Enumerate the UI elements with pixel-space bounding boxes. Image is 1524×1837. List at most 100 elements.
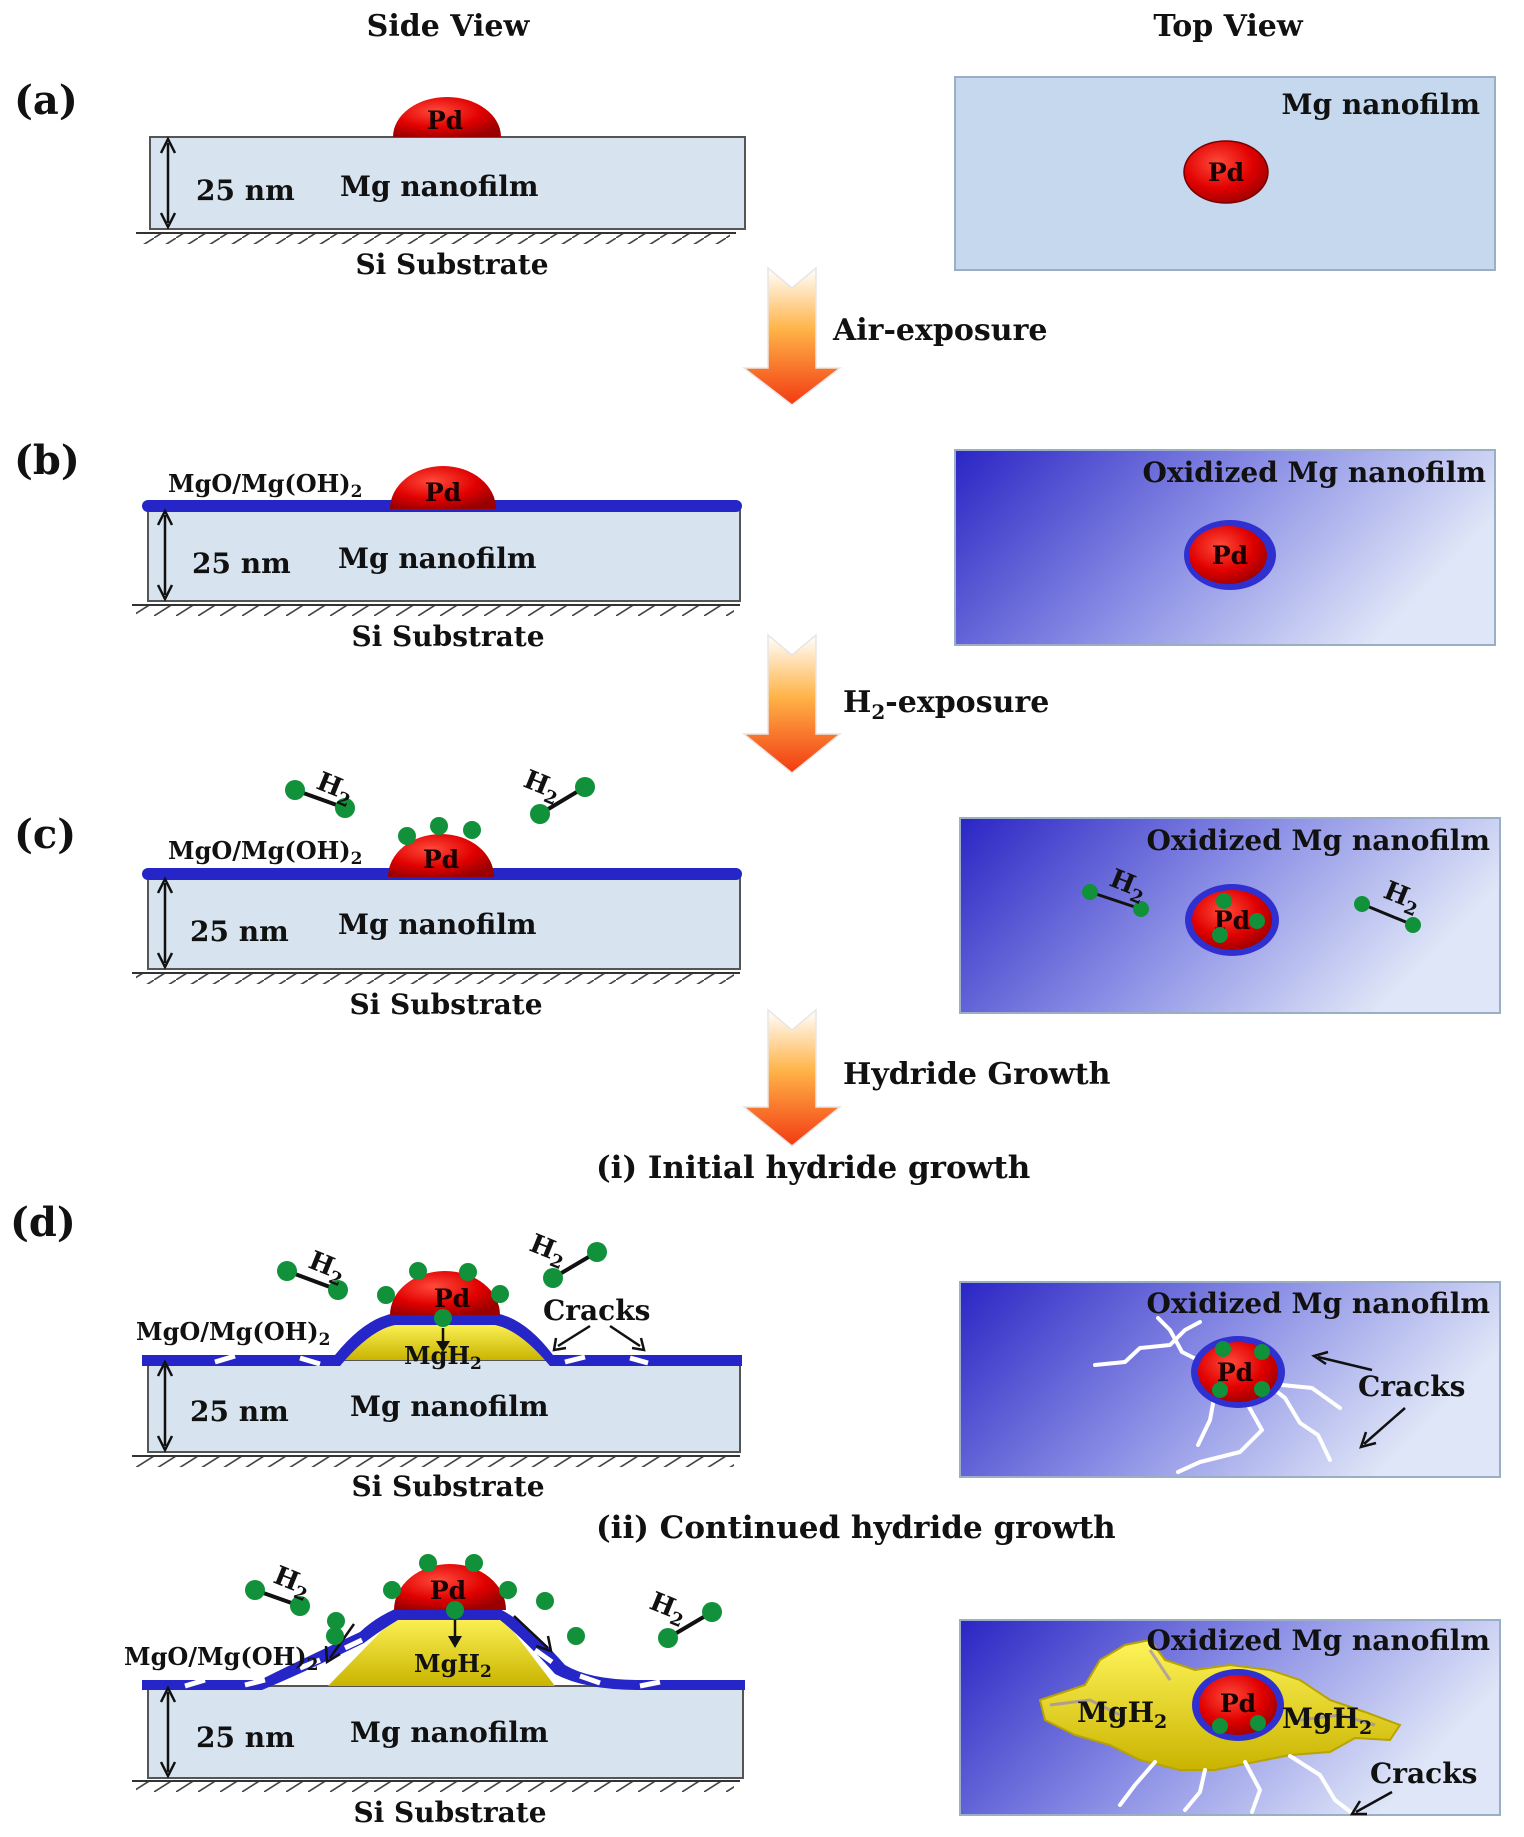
h-atom	[377, 1286, 395, 1304]
pd-label: Pd	[1220, 1689, 1256, 1718]
oxide-label: MgO/Mg(OH)2	[136, 1317, 331, 1350]
h2-molecule: H2	[277, 1246, 348, 1300]
h-atom	[567, 1627, 585, 1645]
mg-film-label: Mg nanofilm	[340, 170, 538, 203]
process-arrow-air: Air-exposure	[741, 266, 1047, 406]
h2-molecule: H2	[285, 767, 355, 818]
thickness-arrow-heads	[156, 1359, 174, 1453]
h-atom	[1212, 927, 1228, 943]
mg-film-label: Mg nanofilm	[338, 542, 536, 575]
crack-line	[1260, 1378, 1332, 1462]
pd-cap	[388, 834, 494, 877]
h-atom	[446, 1601, 464, 1619]
substrate-label: Si Substrate	[351, 1470, 544, 1503]
h-atom	[398, 827, 416, 845]
h-atom	[1212, 1718, 1228, 1734]
thickness-arrow-heads	[156, 876, 174, 970]
top-view-d-initial: Oxidized Mg nanofilm Pd Cracks	[959, 1281, 1501, 1478]
h-atom	[419, 1554, 437, 1572]
pd-cap	[393, 97, 501, 137]
mg-film-layer	[147, 508, 741, 602]
side-view-d-continued: Pd MgH2 MgO/Mg(OH)2 25 nm Mg nanofilm Si…	[124, 1554, 745, 1829]
pd-label: Pd	[1212, 541, 1248, 570]
h-atom	[536, 1592, 554, 1610]
top-view-title: Oxidized Mg nanofilm	[1147, 1287, 1490, 1320]
top-view-title: Oxidized Mg nanofilm	[1147, 824, 1490, 857]
h-atom	[1082, 884, 1098, 900]
panel-label-d: (d)	[10, 1199, 76, 1246]
h2-molecule: H2	[525, 1229, 607, 1288]
h-atom	[587, 1242, 607, 1262]
h-atom	[543, 1268, 563, 1288]
h-atom	[1254, 1344, 1270, 1360]
thickness-label: 25 nm	[190, 915, 289, 948]
h-atom	[285, 780, 305, 800]
mgh2-label: MgH2	[1282, 1702, 1372, 1739]
crack-line	[1093, 1320, 1202, 1367]
crack-line	[1280, 1383, 1342, 1410]
h-atom	[290, 1596, 310, 1616]
mg-film-layer	[149, 136, 746, 230]
h2-label: H2	[644, 1587, 691, 1632]
mgh2-region	[328, 1614, 555, 1686]
h2-molecule: H2	[245, 1561, 310, 1616]
h-atom	[459, 1263, 477, 1281]
top-view-header: Top View	[1153, 9, 1304, 44]
process-arrow-hydride: Hydride Growth	[741, 1008, 1111, 1147]
substrate-label: Si Substrate	[349, 988, 542, 1021]
substrate-hatch	[136, 1780, 734, 1792]
crack-line	[1118, 1760, 1157, 1807]
process-arrow-h2: H2-exposure	[741, 633, 1049, 774]
h-atom	[658, 1628, 678, 1648]
thickness-arrow-heads	[159, 1685, 177, 1779]
pd-cap	[390, 1271, 500, 1315]
mgh2-label: MgH2	[404, 1341, 482, 1374]
h-atom	[327, 1612, 345, 1630]
arrow-shape	[741, 1008, 843, 1147]
substrate-hatch	[136, 972, 734, 984]
substrate-label: Si Substrate	[355, 248, 548, 281]
crack-line	[1176, 1398, 1264, 1474]
h-atom	[326, 1627, 344, 1645]
mg-film-label: Mg nanofilm	[350, 1390, 548, 1423]
crack-line	[1243, 1760, 1262, 1814]
cracks-pointer	[609, 1324, 641, 1348]
h-atom	[491, 1285, 509, 1303]
top-view-d-continued: Pd Oxidized Mg nanofilm MgH2 MgH2 Cracks	[959, 1619, 1501, 1816]
mg-film-layer	[147, 1685, 744, 1779]
oxide-cracks	[214, 1353, 649, 1367]
h-atom	[1216, 893, 1232, 909]
pd-particle	[1189, 526, 1267, 584]
h-atom	[465, 1554, 483, 1572]
h-atom	[530, 804, 550, 824]
h2-molecule: H2	[644, 1587, 722, 1648]
thickness-label: 25 nm	[196, 1721, 295, 1754]
oxide-layer	[142, 1609, 745, 1690]
cracks-pointer	[557, 1324, 591, 1348]
thickness-arrow-heads	[156, 508, 174, 602]
cracks-pointer	[1317, 1355, 1373, 1372]
top-view-title: Oxidized Mg nanofilm	[1143, 456, 1486, 489]
oxide-label: MgO/Mg(OH)2	[168, 836, 363, 869]
oxide-label: MgO/Mg(OH)2	[124, 1642, 319, 1675]
thickness-label: 25 nm	[192, 547, 291, 580]
h-atom	[499, 1581, 517, 1599]
cracks-label: Cracks	[1370, 1757, 1477, 1790]
arrow-label-air: Air-exposure	[832, 313, 1047, 348]
side-view-b: Pd MgO/Mg(OH)2 25 nm Mg nanofilm Si Subs…	[132, 466, 742, 653]
substrate-label: Si Substrate	[353, 1796, 546, 1829]
oxide-label: MgO/Mg(OH)2	[168, 469, 363, 502]
h-atom	[1212, 1382, 1228, 1398]
thickness-label: 25 nm	[196, 174, 295, 207]
pd-particle	[1183, 140, 1269, 204]
cracks-label: Cracks	[543, 1294, 650, 1327]
crack-line	[1156, 1316, 1204, 1364]
stage-label-initial: (i) Initial hydride growth	[596, 1150, 1030, 1186]
crack-opening-arrow	[513, 1615, 549, 1649]
panel-label-c: (c)	[14, 811, 76, 858]
h-atom	[1405, 917, 1421, 933]
h-atom	[328, 1280, 348, 1300]
mg-film-label: Mg nanofilm	[338, 908, 536, 941]
crack-line	[1183, 1768, 1207, 1812]
